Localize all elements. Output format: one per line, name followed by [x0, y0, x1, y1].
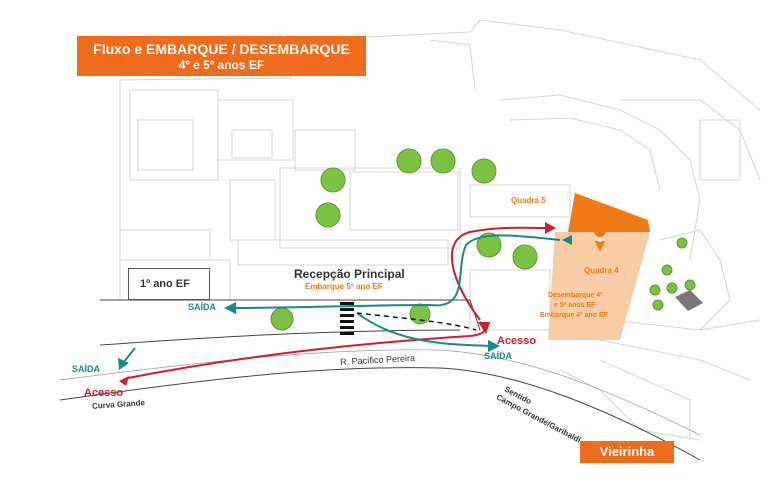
- arrow-red-quadra: [545, 222, 556, 234]
- quadra-4-label: Quadra 4: [584, 266, 619, 275]
- neighborhood-label: Vieirinha: [580, 441, 674, 463]
- primeiro-ano-box: [128, 268, 210, 300]
- exit-route-teal-left: [122, 347, 136, 364]
- location-pin-icon: [594, 225, 607, 252]
- quadra-5-label: Quadra 5: [511, 196, 546, 205]
- map-title: Fluxo e EMBARQUE / DESEMBARQUE: [93, 41, 350, 57]
- exit-route-teal: [234, 234, 561, 309]
- route-label-acesso-right: Acesso: [497, 335, 537, 347]
- route-label-saida-right: SAÍDA: [484, 351, 513, 361]
- access-route-red-up: [450, 226, 546, 321]
- quadra-4-note-3: Embarque 4º ano EF: [540, 312, 608, 319]
- recepcao-label: Recepção Principal: [294, 267, 405, 281]
- map-subtitle: 4º e 5º anos EF: [178, 58, 265, 72]
- arrowheads: [118, 222, 572, 386]
- arrow-teal-right: [488, 340, 500, 352]
- roof-icon: [675, 290, 703, 311]
- arrow-teal-entry: [562, 235, 572, 245]
- quadra-4-area: [548, 232, 650, 340]
- arrow-red-acesso-left: [119, 376, 129, 386]
- route-label-acesso-left: Acesso: [84, 387, 124, 399]
- crosswalk: [340, 302, 354, 335]
- map-title-box: Fluxo e EMBARQUE / DESEMBARQUE 4º e 5º a…: [77, 36, 366, 76]
- dashed-route: [356, 312, 477, 331]
- arrow-red-acesso-right: [478, 322, 490, 334]
- quadra-4-note-1: Desembarque 4º: [548, 292, 603, 299]
- primeiro-ano-label: 1º ano EF: [140, 278, 190, 290]
- arrow-teal-saida-left: [118, 358, 129, 370]
- building-outlines: [119, 19, 761, 441]
- exit-route-teal-right: [356, 312, 491, 347]
- quadra-5-highlight: [568, 193, 650, 232]
- route-label-saida-top: SAÍDA: [188, 302, 217, 312]
- recepcao-sub-label: Embarque 5º ano EF: [305, 282, 383, 291]
- street-road: [59, 299, 701, 461]
- quadra-4-note-2: e 5º anos EF: [554, 302, 596, 309]
- route-label-saida-left: SAÍDA: [72, 364, 101, 374]
- arrow-teal-saida: [224, 302, 236, 314]
